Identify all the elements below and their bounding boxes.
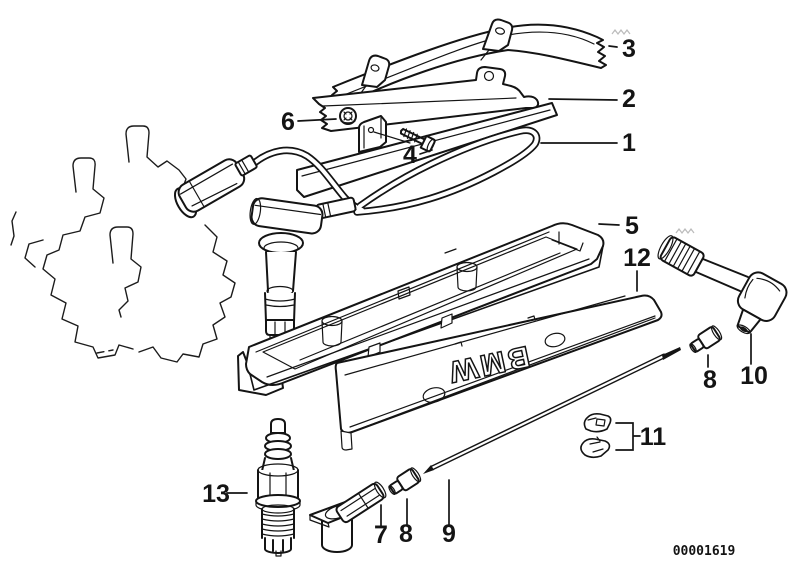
- callout-10[interactable]: 10: [740, 362, 768, 390]
- callout-leaders: [226, 45, 752, 528]
- callout-bracket-11: [615, 422, 641, 451]
- plug-boot-drawing: [249, 197, 324, 340]
- callout-leader-5: [598, 223, 620, 226]
- callout-13[interactable]: 13: [202, 480, 230, 508]
- callout-leader-6: [297, 118, 337, 122]
- callout-leader-4: [419, 149, 433, 155]
- part-3-upper-rail-drawing: [331, 18, 631, 106]
- part-7-connector-drawing: [309, 481, 387, 553]
- part-8-sleeve-top-drawing: [689, 325, 723, 354]
- callout-8-top[interactable]: 8: [703, 366, 717, 394]
- part-12-bmw-cover-drawing: BMW: [334, 294, 663, 451]
- callout-4[interactable]: 4: [403, 141, 417, 169]
- part-6-nut-drawing: [339, 107, 357, 125]
- callout-7[interactable]: 7: [374, 521, 388, 549]
- callout-5[interactable]: 5: [625, 212, 639, 240]
- callout-9[interactable]: 9: [442, 520, 456, 548]
- engine-outline-drawing: [10, 125, 236, 363]
- callout-6[interactable]: 6: [281, 108, 295, 136]
- part-8-sleeve-bottom-drawing: [388, 467, 422, 496]
- callout-labels: 3 2 1 6 4 5 12 8 10 11 13 7 8 9: [202, 35, 768, 549]
- callout-leader-2: [548, 98, 618, 101]
- callout-12[interactable]: 12: [623, 244, 651, 272]
- callout-3[interactable]: 3: [622, 35, 636, 63]
- part-13-spark-plug-drawing: [255, 418, 301, 557]
- distributor-connector-drawing: [173, 154, 258, 219]
- callout-leader-3: [608, 45, 618, 48]
- part-9-wire-drawing: [423, 347, 681, 474]
- callout-11[interactable]: 11: [640, 423, 667, 451]
- part-5-cable-channel-drawing: [237, 222, 605, 396]
- drawing-number: 00001619: [673, 544, 736, 559]
- part-10-plug-connector-drawing: [657, 228, 788, 335]
- callout-1[interactable]: 1: [622, 129, 636, 157]
- callout-2[interactable]: 2: [622, 85, 636, 113]
- part-11-clips-drawing: [580, 413, 612, 459]
- callout-8-bottom[interactable]: 8: [399, 520, 413, 548]
